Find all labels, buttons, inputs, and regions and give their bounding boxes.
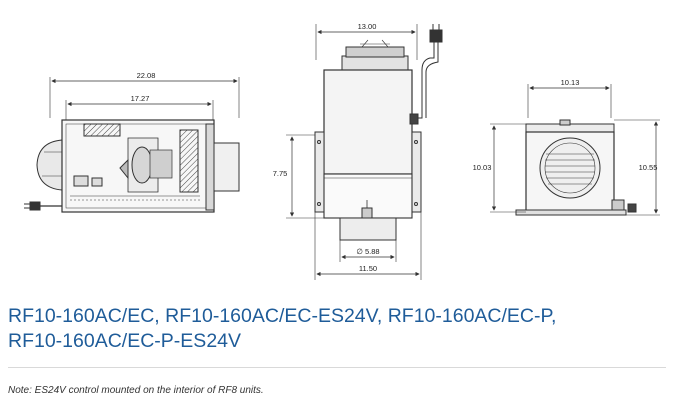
model-title: RF10-160AC/EC, RF10-160AC/EC-ES24V, RF10… — [8, 304, 668, 354]
dim-side-body-length: 17.27 — [131, 94, 150, 103]
dim-front-width: 13.00 — [358, 22, 377, 31]
dim-front-base-width: 11.50 — [359, 264, 377, 273]
divider — [8, 367, 666, 368]
dim-front-duct-diameter: ∅ 5.88 — [356, 247, 379, 256]
dim-front-mount-height: 7.75 — [273, 169, 288, 178]
dim-end-width: 10.13 — [561, 78, 580, 87]
dim-end-height: 10.03 — [473, 163, 492, 172]
front-view — [286, 24, 443, 280]
end-view — [490, 84, 660, 216]
dim-end-overall-height: 10.55 — [639, 163, 658, 172]
model-title-line-1: RF10-160AC/EC, RF10-160AC/EC-ES24V, RF10… — [8, 305, 557, 327]
technical-drawing: 22.08 17.27 — [24, 22, 660, 280]
dim-side-overall-length: 22.08 — [137, 71, 156, 80]
footnote: Note: ES24V control mounted on the inter… — [8, 385, 264, 396]
side-view — [24, 77, 240, 213]
model-title-line-2: RF10-160AC/EC-P-ES24V — [8, 330, 242, 352]
